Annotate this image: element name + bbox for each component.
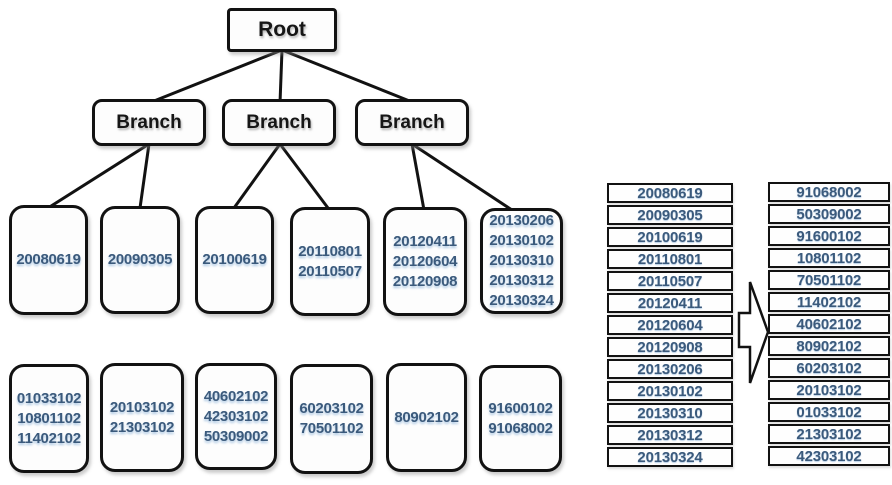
table-row: 20130206 [607,359,733,379]
table-row: 70501102 [768,270,890,290]
reversed-leaf-node-6: 91600102 91068002 [479,365,562,472]
table-row: 01033102 [768,402,890,422]
leaf-value: 50309002 [203,427,269,445]
leaf-value: 20130206 [489,212,554,229]
leaf-value: 21303102 [109,418,175,436]
reversed-leaf-node-5: 80902102 [386,363,467,472]
table-row: 80902102 [768,336,890,356]
root-node: Root [227,8,337,52]
leaf-value: 20080619 [16,251,81,268]
leaf-value: 01033102 [16,389,82,407]
leaf-value: 91068002 [488,419,553,437]
leaf-value: 91600102 [488,399,553,417]
leaf-node-1: 20080619 [9,205,88,315]
table-row: 40602102 [768,314,890,334]
leaf-value: 42303102 [203,407,269,425]
table-row: 20130102 [607,381,733,401]
leaf-node-6: 20130206 20130102 20130310 20130312 20130324 [480,208,563,314]
leaf-node-3: 20100619 [195,206,274,314]
leaf-value: 20120908 [392,272,458,290]
table-row: 50309002 [768,204,890,224]
table-row: 20080619 [607,183,733,203]
table-row: 20103102 [768,380,890,400]
reversed-leaf-node-1: 01033102 10801102 11402102 [9,364,89,473]
leaf-value: 20100619 [202,251,267,268]
leaf-value: 20120411 [393,232,457,250]
reversed-leaf-node-2: 20103102 21303102 [100,363,184,472]
table-row: 10801102 [768,248,890,268]
leaf-value: 20090305 [107,251,173,268]
branch-node-2: Branch [222,99,336,146]
table-row: 91068002 [768,182,890,202]
leaf-value: 10801102 [17,409,81,427]
leaf-value: 20130324 [489,292,554,309]
table-row: 20120908 [607,337,733,357]
table-row: 21303102 [768,424,890,444]
leaf-value: 11402102 [17,429,81,447]
table-row: 11402102 [768,292,890,312]
table-row: 20120604 [607,315,733,335]
leaf-value: 20103102 [109,398,175,416]
table-row: 42303102 [768,446,890,466]
leaf-value: 20120604 [392,252,458,270]
leaf-value: 20110507 [298,262,362,280]
branch-node-1: Branch [92,99,206,146]
table-row: 20090305 [607,205,733,225]
leaf-value: 20130102 [489,232,554,249]
table-row: 60203102 [768,358,890,378]
leaf-value: 20110801 [298,242,362,260]
table-row: 20130310 [607,403,733,423]
leaf-node-5: 20120411 20120604 20120908 [383,207,467,316]
leaf-node-2: 20090305 [100,206,180,314]
table-row: 20120411 [607,293,733,313]
table-row: 20130324 [607,447,733,467]
leaf-value: 20130312 [489,272,554,289]
leaf-value: 20130310 [489,252,554,269]
leaf-value: 40602102 [203,387,269,405]
table-row: 91600102 [768,226,890,246]
table-row: 20110507 [607,271,733,291]
table-row: 20130312 [607,425,733,445]
leaf-node-4: 20110801 20110507 [290,207,370,316]
leaf-value: 80902102 [394,408,459,426]
leaf-value: 60203102 [299,400,364,417]
reversed-leaf-node-3: 40602102 42303102 50309002 [195,363,277,470]
transform-arrow-icon [737,281,770,384]
table-row: 20110801 [607,249,733,269]
branch-node-3: Branch [355,99,469,146]
leaf-value: 70501102 [299,420,364,437]
table-row: 20100619 [607,227,733,247]
reversed-leaf-node-4: 60203102 70501102 [290,364,373,474]
